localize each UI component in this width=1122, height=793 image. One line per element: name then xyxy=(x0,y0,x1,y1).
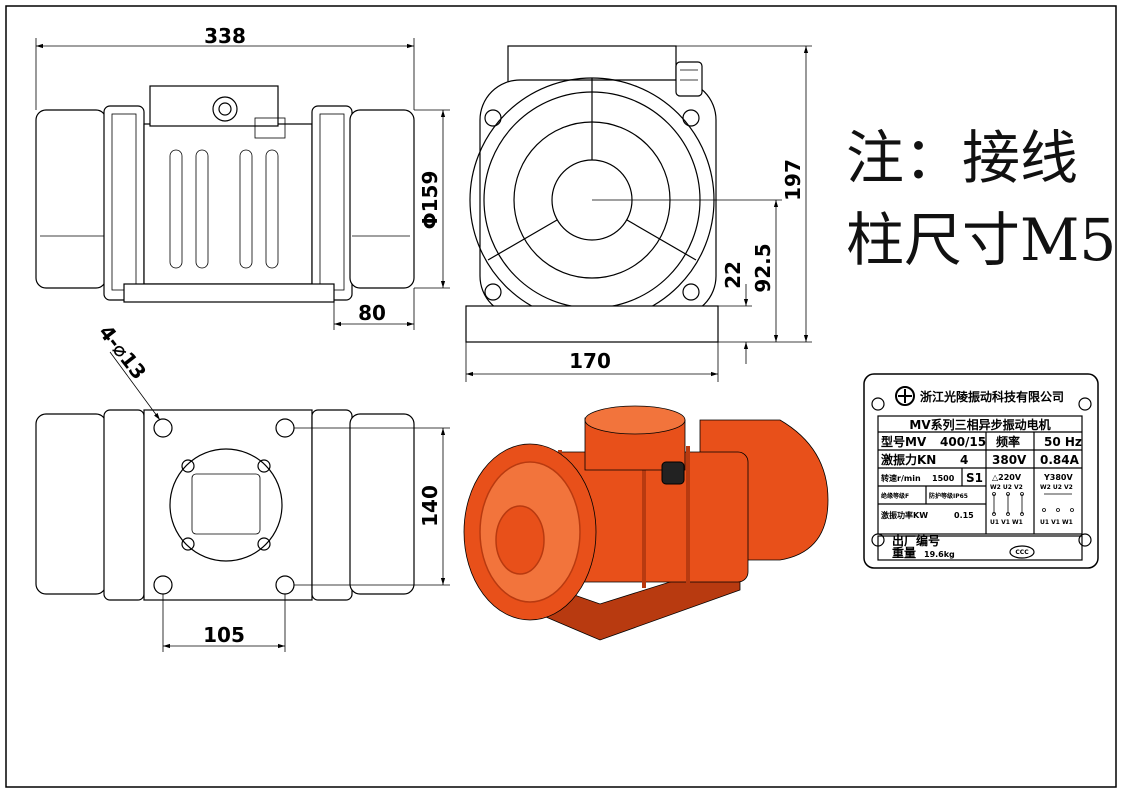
nameplate-voltage: 380V xyxy=(992,453,1027,467)
label-4-phi13: 4-⌀13 xyxy=(94,320,151,384)
company-logo-icon xyxy=(895,386,915,406)
nameplate-star-top: W2 U2 V2 xyxy=(1040,484,1073,491)
nameplate-force-value: 4 xyxy=(960,453,968,467)
nameplate-weight-value: 19.6kg xyxy=(924,550,955,559)
label-197: 197 xyxy=(781,159,805,201)
side-view xyxy=(35,85,415,303)
wiring-note: 注：接线 柱尺寸M5 xyxy=(846,124,1116,274)
label-170: 170 xyxy=(569,349,611,373)
nameplate-delta-voltage: △220V xyxy=(992,473,1022,482)
end-view xyxy=(465,45,719,343)
motor-3d-render xyxy=(463,405,829,641)
nameplate-model-label: 型号MV xyxy=(881,434,927,449)
dimension-total-height: 197 xyxy=(676,45,812,343)
nameplate-serial-label: 出厂编号 xyxy=(892,533,940,548)
label-phi159: Φ159 xyxy=(418,171,442,230)
nameplate-star-bottom: U1 V1 W1 xyxy=(1040,519,1073,526)
nameplate-duty: S1 xyxy=(966,471,983,485)
dimension-foot-offset: 80 xyxy=(333,288,415,330)
nameplate-power-label: 激振功率KW xyxy=(881,510,928,520)
bottom-view xyxy=(35,409,415,601)
nameplate-star-voltage: Y380V xyxy=(1043,473,1073,482)
nameplate-cert-mark: CCC xyxy=(1015,549,1029,556)
nameplate-frequency-label: 频率 xyxy=(996,434,1020,449)
dimension-base-width: 170 xyxy=(465,342,719,382)
ccc-mark-icon xyxy=(1009,545,1035,559)
label-140: 140 xyxy=(418,485,442,527)
nameplate-delta-bottom: U1 V1 W1 xyxy=(990,519,1023,526)
nameplate-power-value: 0.15 xyxy=(954,511,974,520)
nameplate-protection: 防护等级IP65 xyxy=(929,492,968,500)
nameplate-frequency-value: 50 Hz xyxy=(1044,435,1082,449)
note-line-2: 柱尺寸M5 xyxy=(846,206,1116,274)
nameplate-force-label: 激振力KN xyxy=(881,452,936,467)
label-338: 338 xyxy=(204,24,246,48)
nameplate-current: 0.84A xyxy=(1040,453,1080,467)
nameplate-model-value: 400/15 xyxy=(940,435,986,449)
nameplate-insulation: 绝缘等级F xyxy=(881,492,909,500)
dimension-mount-holes: 4-⌀13 xyxy=(94,320,161,421)
nameplate-speed-value: 1500 xyxy=(932,474,955,483)
dimension-hole-spacing-width: 140 xyxy=(294,427,450,586)
label-92-5: 92.5 xyxy=(751,243,775,292)
sheet-border xyxy=(5,5,1117,788)
nameplate-product: MV系列三相异步振动电机 xyxy=(909,417,1050,432)
nameplate-speed-label: 转速r/min xyxy=(881,473,921,483)
dimension-center-height: 92.5 xyxy=(592,199,782,342)
dimension-hole-spacing-length: 105 xyxy=(162,594,286,652)
label-80: 80 xyxy=(358,301,386,325)
nameplate-delta-top: W2 U2 V2 xyxy=(990,484,1023,491)
note-line-1: 注：接线 xyxy=(846,124,1078,192)
nameplate-company: 浙江光陵振动科技有限公司 xyxy=(920,389,1064,404)
nameplate-weight-label: 重量 xyxy=(892,545,916,560)
dimension-base-height: 22 xyxy=(718,261,752,364)
motor-nameplate: 浙江光陵振动科技有限公司 MV系列三相异步振动电机 型号MV 400/15 频率… xyxy=(863,373,1099,569)
dimension-flange-diameter: Φ159 xyxy=(414,109,450,289)
label-105: 105 xyxy=(203,623,245,647)
dimension-overall-length: 338 xyxy=(35,24,415,110)
label-22: 22 xyxy=(721,261,745,289)
